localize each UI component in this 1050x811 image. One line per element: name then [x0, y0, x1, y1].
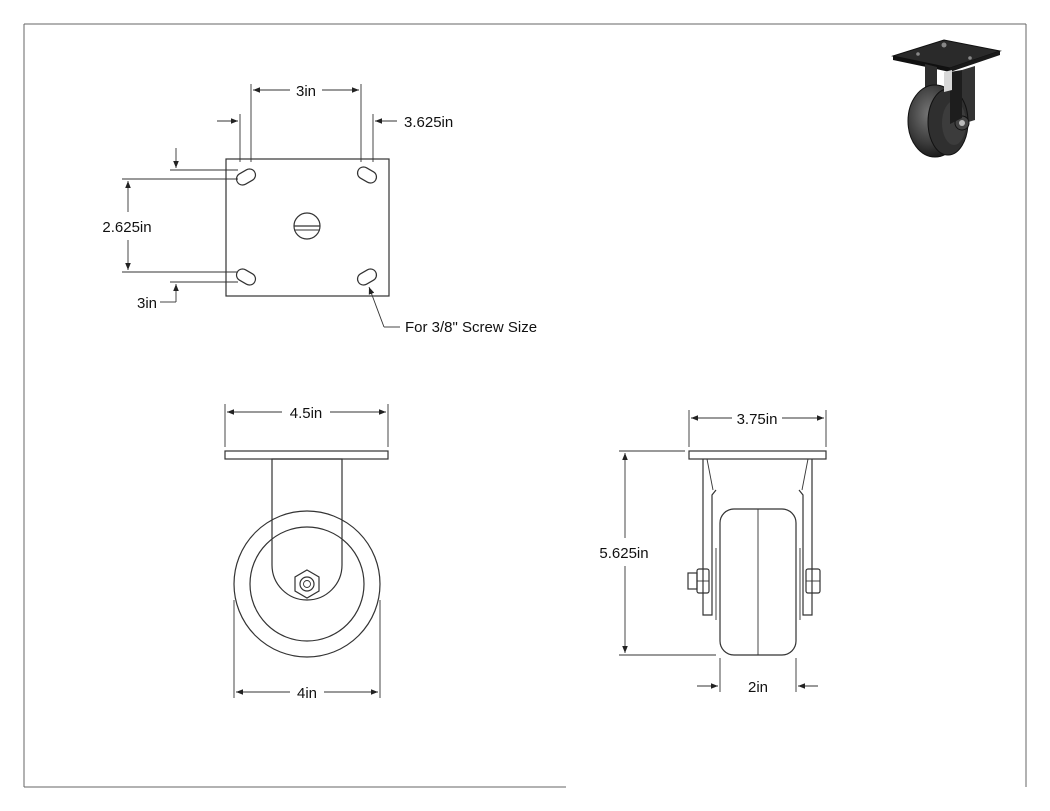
axle-nut-icon — [294, 569, 320, 599]
dim-label-plate-depth: 3in — [137, 295, 157, 312]
dim-wheel-diameter: 4in — [233, 600, 381, 702]
dim-label-side-plate-width: 3.75in — [737, 411, 778, 428]
dim-label-wheel-width: 2in — [748, 679, 768, 696]
front-top-plate — [224, 450, 389, 460]
front-yoke — [271, 458, 343, 601]
dim-side-plate-width: 3.75in — [688, 410, 827, 447]
dim-plate-width: 3.625in — [217, 114, 453, 162]
mounting-plate — [225, 158, 390, 297]
center-rivet — [293, 212, 321, 240]
side-axle-nut-left-icon — [687, 568, 710, 594]
dim-front-plate-width: 4.5in — [224, 404, 389, 447]
dim-label-hole-spacing-x: 3in — [296, 83, 316, 100]
side-axle-nut-right-icon — [805, 568, 821, 594]
dim-hole-spacing-x: 3in — [250, 83, 362, 162]
screw-size-note: For 3/8" Screw Size — [405, 319, 537, 336]
dim-hole-spacing-y: 2.625in — [102, 178, 238, 273]
dim-label-overall-height: 5.625in — [599, 545, 648, 562]
front-wheel-outer — [233, 510, 381, 658]
front-wheel-hub — [249, 526, 365, 642]
slot-hole-br — [356, 268, 378, 286]
dim-overall-height: 5.625in — [599, 450, 716, 656]
slot-hole-tr — [356, 166, 378, 184]
plate-view: 3in 3.625in 2.625in 3in — [102, 83, 537, 336]
drawing-frame — [23, 23, 1027, 788]
front-view: 4.5in 4in — [224, 404, 389, 702]
dim-plate-depth: 3in — [137, 148, 238, 312]
side-fork — [702, 458, 813, 616]
side-top-plate — [688, 450, 827, 460]
dim-label-hole-spacing-y: 2.625in — [102, 219, 151, 236]
side-view: 3.75in 5.625in 2in — [599, 410, 827, 696]
screw-note-leader: For 3/8" Screw Size — [368, 286, 537, 336]
rigid-caster-3d-icon — [891, 39, 1002, 158]
dim-label-plate-width: 3.625in — [404, 114, 453, 131]
slot-hole-bl — [235, 268, 257, 286]
dim-label-front-plate-width: 4.5in — [290, 405, 323, 422]
dim-label-wheel-diameter: 4in — [297, 685, 317, 702]
slot-hole-tl — [235, 168, 257, 186]
dim-wheel-width: 2in — [697, 658, 818, 696]
